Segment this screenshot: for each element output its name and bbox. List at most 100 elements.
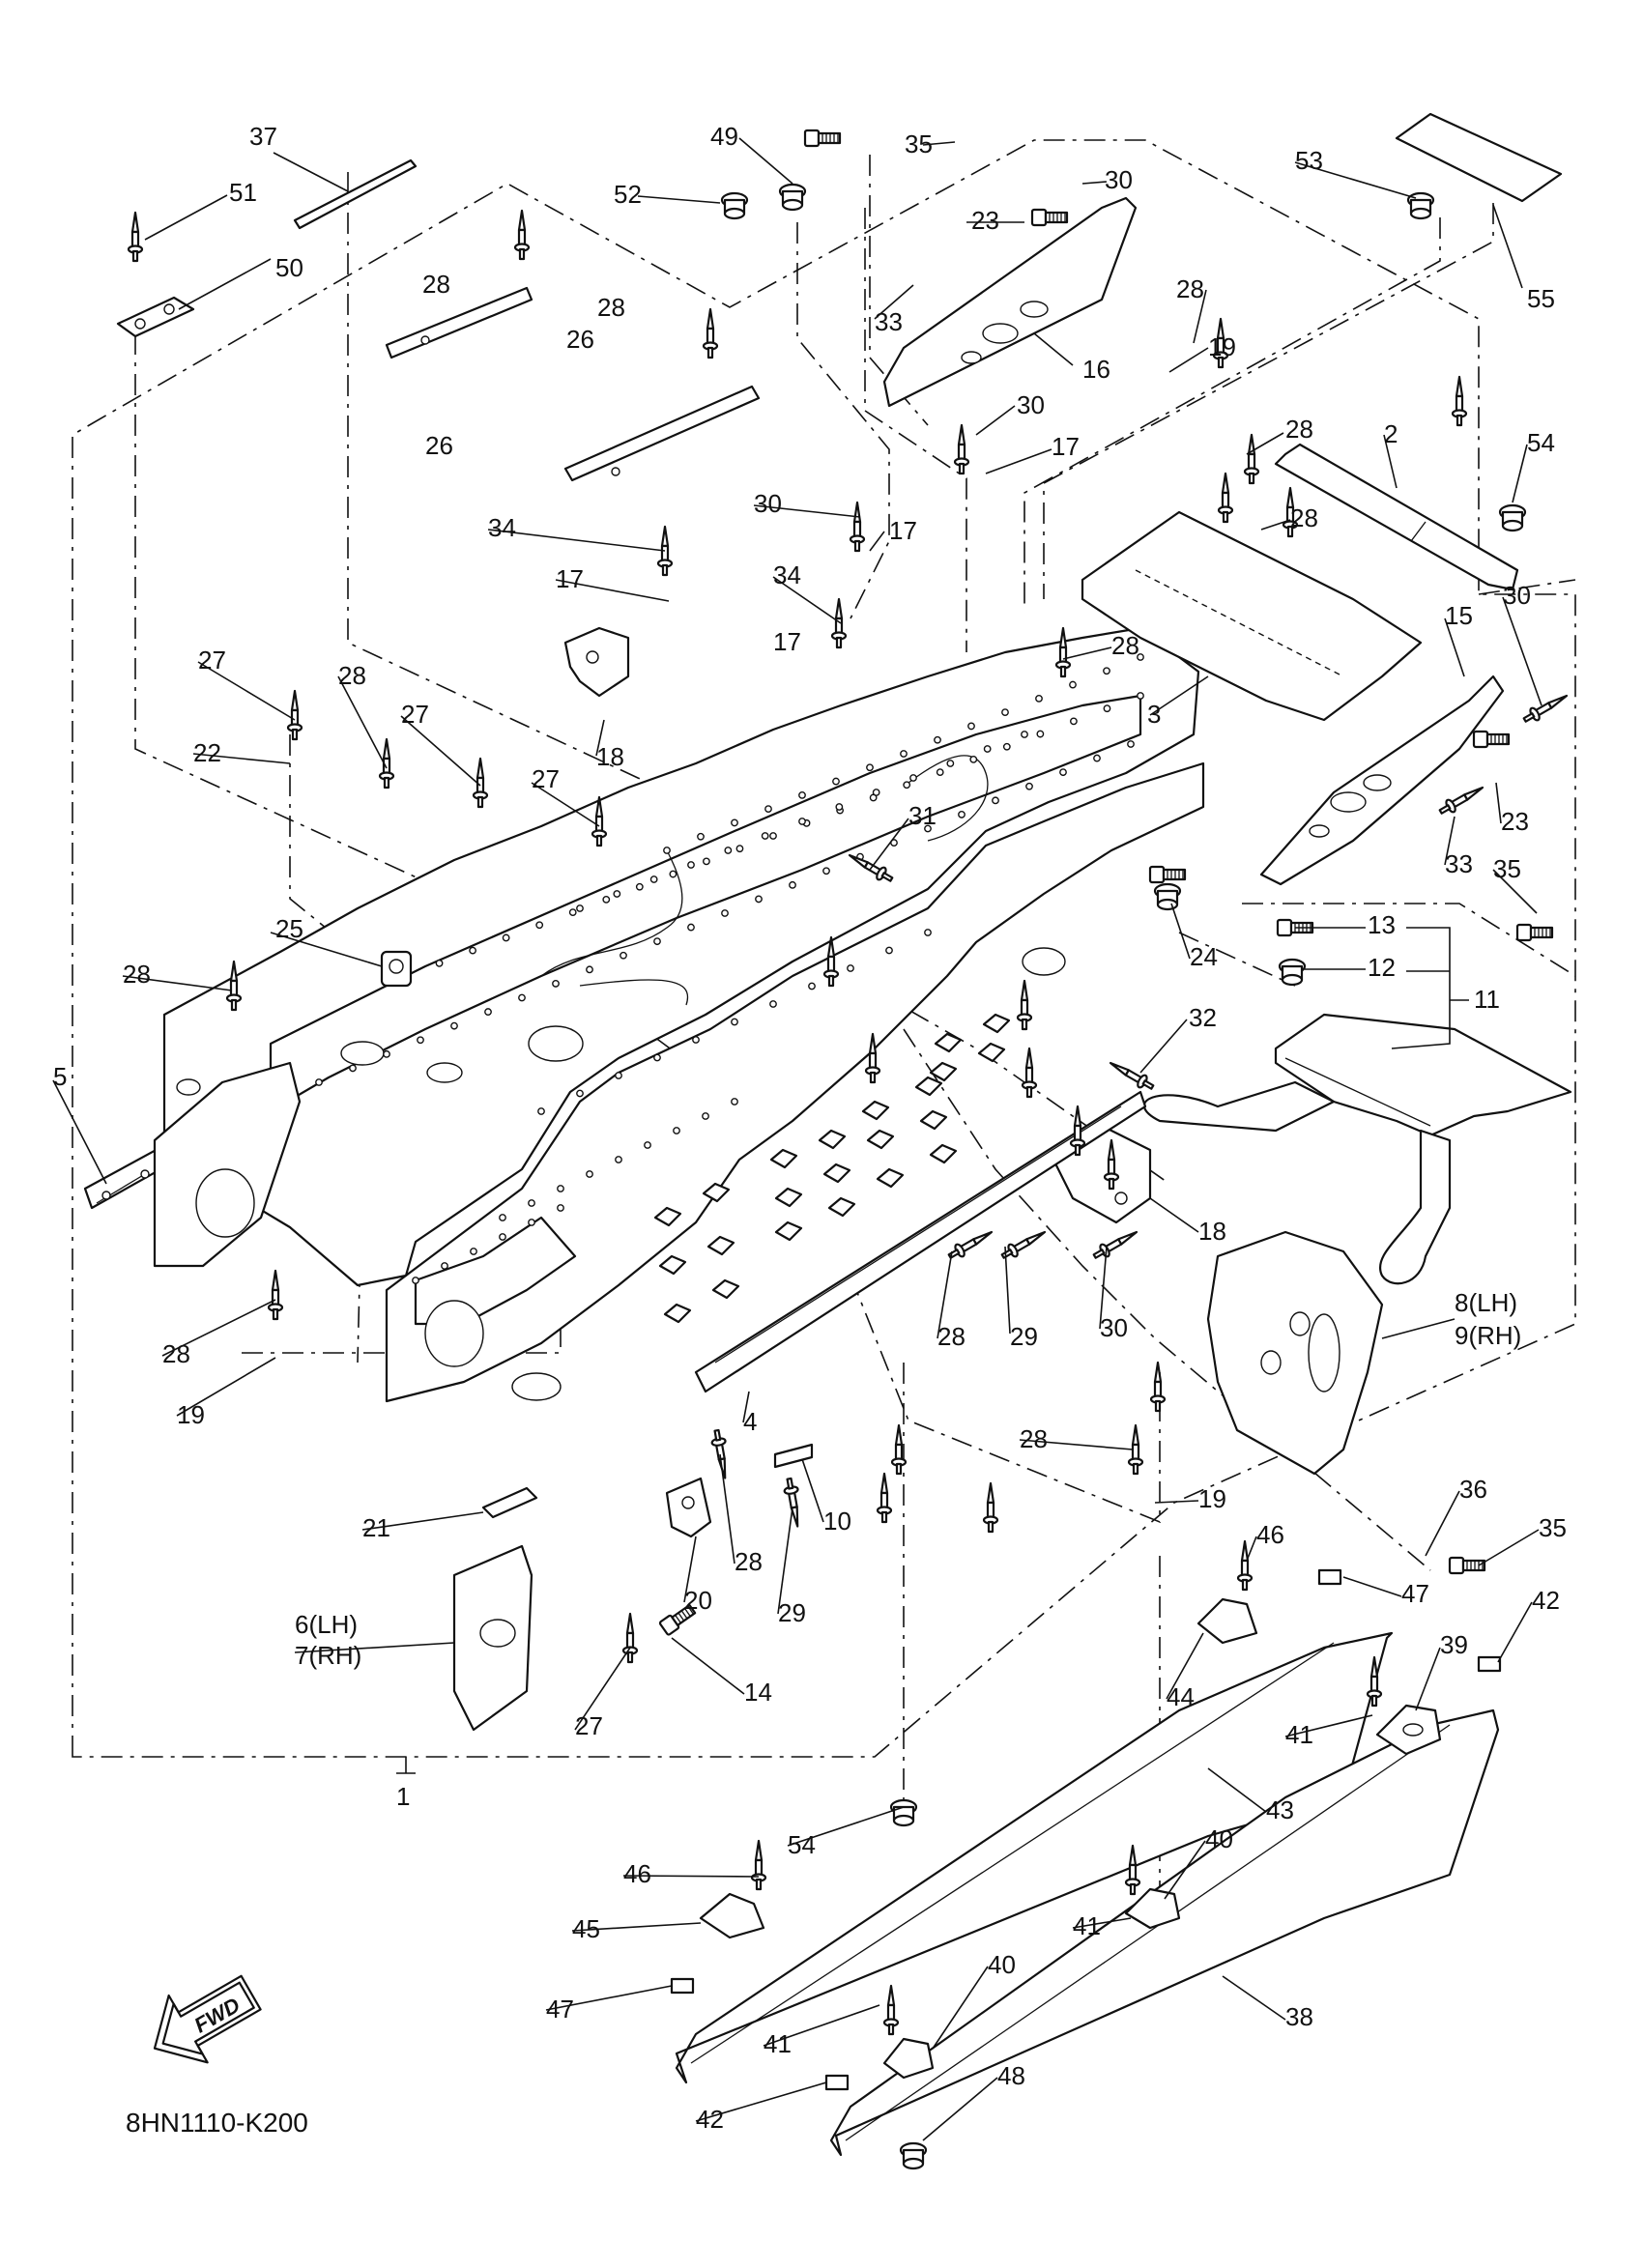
callout-41-a: 41 [1285, 1720, 1313, 1749]
bracket-18-upper [563, 626, 630, 698]
leader-line [1492, 869, 1538, 914]
callout-18-b: 18 [1198, 1217, 1226, 1246]
rivet-icon [1103, 1138, 1120, 1191]
rivet-hole [435, 959, 444, 967]
leader-line [1492, 204, 1523, 289]
rivet-hole [969, 756, 978, 763]
rivet-hole [1103, 667, 1110, 675]
leader-line [922, 2077, 998, 2141]
rivet-hole [653, 937, 661, 946]
leader-line [1415, 1647, 1441, 1711]
leader-line [1033, 332, 1074, 366]
tunnel-cutout [818, 1129, 847, 1150]
rivet-icon [830, 597, 848, 649]
leader-line [1497, 1601, 1533, 1663]
rivet-hole [470, 1248, 477, 1255]
tunnel-cutout [929, 1143, 958, 1164]
rivet-hole [1093, 754, 1101, 762]
rivet-hole [697, 832, 705, 841]
leader-line [337, 675, 388, 769]
callout-48: 48 [997, 2061, 1025, 2090]
callout-41-c: 41 [764, 2029, 792, 2058]
callout-27-d: 27 [575, 1711, 603, 1740]
rivet-hole [502, 933, 510, 942]
rivet-hole [983, 745, 992, 753]
callout-15: 15 [1445, 601, 1473, 630]
tunnel-cutout [914, 1076, 943, 1097]
callout-28-g: 28 [338, 661, 366, 690]
rivet-hole [769, 832, 777, 840]
leader-line [1222, 1975, 1286, 2021]
callout-39: 39 [1440, 1630, 1468, 1659]
callout-28-h: 28 [123, 960, 151, 989]
tunnel-cutout [827, 1196, 856, 1218]
rivet-hole [832, 777, 840, 786]
rivet-hole [669, 870, 677, 878]
callout-16: 16 [1082, 355, 1110, 384]
callout-8-lh: 8(LH) [1455, 1288, 1517, 1317]
rivet-icon [710, 1428, 727, 1479]
leader-line [719, 1453, 735, 1565]
callout-5: 5 [53, 1062, 67, 1091]
assembly-boundary [72, 139, 1576, 1758]
leader-line [1004, 1246, 1011, 1335]
callout-36: 36 [1459, 1475, 1487, 1504]
rivet-hole [866, 763, 874, 772]
leader-line [487, 529, 666, 552]
leader-line [763, 2004, 880, 2047]
rivet-hole [552, 980, 560, 988]
leader-line [1246, 1536, 1257, 1562]
leader-line [161, 1299, 276, 1357]
leader-line [985, 448, 1052, 474]
callout-33-b: 33 [1445, 849, 1473, 878]
leader-line [1081, 181, 1108, 185]
leader-line [270, 932, 383, 967]
rivet-hole [568, 908, 577, 916]
rivet-hole [1021, 731, 1028, 738]
callout-43: 43 [1266, 1795, 1294, 1824]
rivet-hole [769, 1000, 777, 1008]
rivet-hole [673, 1127, 680, 1134]
tunnel-cutout [774, 1187, 803, 1208]
callout-17-b: 17 [889, 516, 917, 545]
rivet-icon [783, 1477, 799, 1528]
plate-21 [481, 1486, 538, 1519]
callout-30-d: 30 [1503, 581, 1531, 610]
leader-line [772, 576, 842, 624]
rivet-hole [1002, 742, 1011, 751]
leader-line [937, 1250, 953, 1339]
leader-line [1207, 1767, 1267, 1813]
rivet-hole [635, 882, 644, 891]
rivet-hole [798, 818, 806, 825]
rivet-icon [1124, 1844, 1141, 1896]
rivet-hole [798, 790, 806, 799]
tunnel-cutout [653, 1206, 682, 1227]
rivet-hole [702, 1112, 709, 1120]
rivet-hole [620, 951, 627, 960]
rivet-icon [1438, 786, 1484, 815]
rivet-icon [591, 795, 608, 847]
callout-20: 20 [684, 1586, 712, 1615]
leader-line [273, 152, 349, 192]
rivet-hole [687, 923, 695, 932]
callout-32: 32 [1189, 1003, 1217, 1032]
rivet-hole [934, 735, 941, 744]
rivet-icon [127, 211, 144, 263]
rivet-hole [518, 993, 526, 1002]
leader-line [595, 719, 605, 757]
rivet-hole [992, 796, 999, 805]
callout-28-k: 28 [735, 1547, 763, 1576]
leader-line [545, 1985, 673, 2011]
tunnel-cutout [658, 1254, 687, 1276]
rivet-hole [958, 811, 966, 818]
callout-30-e: 30 [1100, 1313, 1128, 1342]
callout-31: 31 [908, 801, 937, 830]
rivet-icon [864, 1032, 881, 1084]
leader-line [738, 137, 793, 185]
leader-line [975, 405, 1016, 436]
rivet-hole [576, 904, 584, 912]
callout-17-a: 17 [1052, 432, 1080, 461]
tunnel-cutout [702, 1182, 731, 1203]
leader-line [1170, 903, 1191, 960]
callout-42-a: 42 [1532, 1586, 1560, 1615]
